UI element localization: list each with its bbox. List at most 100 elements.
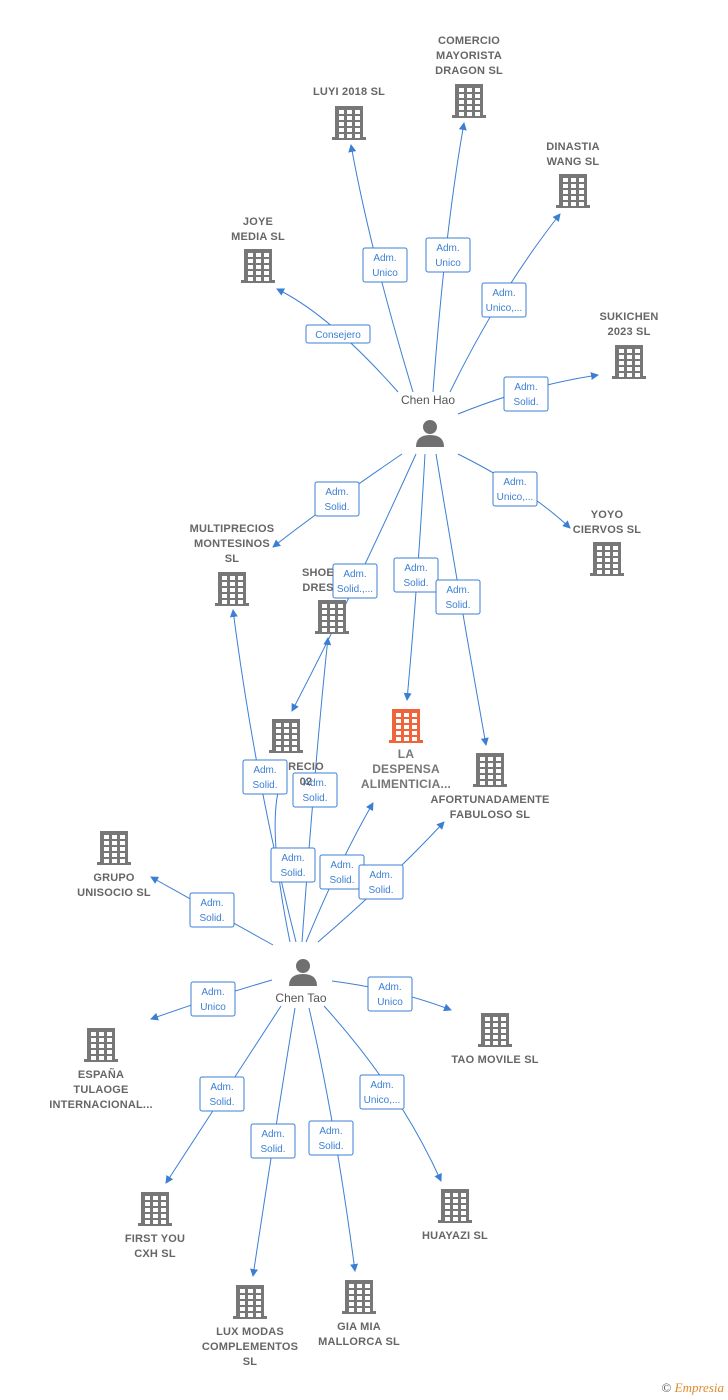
company-label: WANG SL bbox=[547, 156, 600, 168]
company-node-luyi[interactable]: LUYI 2018 SL bbox=[313, 86, 385, 140]
company-label: DRAGON SL bbox=[435, 65, 503, 77]
company-label: FIRST YOU bbox=[125, 1233, 185, 1245]
building-icon bbox=[215, 572, 249, 606]
person-node-tao[interactable]: Chen Tao bbox=[275, 959, 327, 1005]
role-box-frame bbox=[314, 481, 360, 517]
role-text: Adm. bbox=[200, 898, 223, 909]
role-box-frame bbox=[435, 579, 481, 615]
company-label: CXH SL bbox=[134, 1248, 176, 1260]
role-box-hao-comercio[interactable]: Adm. Unico bbox=[425, 237, 471, 273]
role-text: Unico,... bbox=[364, 1095, 401, 1106]
role-box-frame bbox=[359, 1074, 405, 1110]
role-box-tao-giamia[interactable]: Adm.Solid. bbox=[308, 1120, 354, 1156]
role-box-tao-luxmodas[interactable]: Adm. Solid. bbox=[250, 1123, 296, 1159]
company-label: SL bbox=[243, 1356, 258, 1368]
company-node-afortunadamente[interactable]: AFORTUNADAMENTE FABULOSO SL bbox=[430, 753, 549, 821]
role-text: Adm. bbox=[503, 477, 526, 488]
role-box-frame bbox=[332, 563, 378, 599]
role-box-tao-firstyou[interactable]: Adm.Solid. bbox=[199, 1076, 245, 1112]
role-box-tao-shoes[interactable]: Adm.Solid. bbox=[292, 772, 338, 808]
role-box-hao-luyi[interactable]: Adm.Unico bbox=[362, 247, 408, 283]
role-text: Adm. bbox=[201, 987, 224, 998]
role-text: Solid. bbox=[513, 397, 538, 408]
person-icon bbox=[289, 959, 317, 986]
role-text: Adm. bbox=[330, 860, 353, 871]
role-text: Adm. bbox=[378, 982, 401, 993]
company-label: DESPENSA bbox=[372, 762, 440, 776]
role-box-frame bbox=[190, 981, 236, 1017]
role-text: Adm. bbox=[446, 585, 469, 596]
role-box-tao-afortunadamente[interactable]: Adm.Solid. bbox=[358, 864, 404, 900]
role-text: Unico bbox=[435, 258, 461, 269]
role-box-frame bbox=[270, 847, 316, 883]
company-node-firstyou[interactable]: FIRST YOU CXH SL bbox=[125, 1192, 185, 1260]
role-box-tao-precio[interactable]: Adm.Solid. bbox=[270, 847, 316, 883]
company-label: AFORTUNADAMENTE bbox=[430, 794, 549, 806]
company-node-espana[interactable]: ESPAÑATULAOGEINTERNACIONAL... bbox=[49, 1028, 153, 1111]
role-text: Solid.,... bbox=[337, 584, 373, 595]
role-text: Adm. bbox=[261, 1129, 284, 1140]
role-box-tao-huayazi[interactable]: Adm. Unico,... bbox=[359, 1074, 405, 1110]
building-icon bbox=[438, 1189, 472, 1223]
building-icon bbox=[138, 1192, 172, 1226]
role-box-hao-afortunadamente[interactable]: Adm.Solid. bbox=[435, 579, 481, 615]
footer-brand[interactable]: © Empresia bbox=[662, 1380, 725, 1396]
role-text: Solid. bbox=[368, 885, 393, 896]
company-label: COMPLEMENTOS bbox=[202, 1341, 298, 1353]
role-text: Adm. bbox=[436, 243, 459, 254]
role-box-hao-precio[interactable]: Adm.Solid.,... bbox=[332, 563, 378, 599]
building-icon bbox=[332, 106, 366, 140]
company-label: MAYORISTA bbox=[436, 50, 502, 62]
building-icon bbox=[233, 1285, 267, 1319]
company-node-despensa[interactable]: LADESPENSAALIMENTICIA... bbox=[361, 709, 451, 791]
company-label: COMERCIO bbox=[438, 35, 500, 47]
role-text: Unico bbox=[372, 268, 398, 279]
person-label: Chen Tao bbox=[275, 991, 326, 1005]
role-text: Unico bbox=[377, 997, 403, 1008]
role-box-frame bbox=[425, 237, 471, 273]
company-node-huayazi[interactable]: HUAYAZI SL bbox=[422, 1189, 488, 1242]
role-text: Solid. bbox=[329, 875, 354, 886]
person-node-hao[interactable]: Chen Hao bbox=[401, 393, 455, 447]
role-box-tao-taomovile[interactable]: Adm. Unico bbox=[367, 976, 413, 1012]
role-box-hao-despensa[interactable]: Adm.Solid. bbox=[393, 557, 439, 593]
role-text: Adm. bbox=[370, 1080, 393, 1091]
role-box-frame bbox=[358, 864, 404, 900]
role-box-tao-unisocio[interactable]: Adm.Solid. bbox=[189, 892, 235, 928]
role-text: Adm. bbox=[514, 382, 537, 393]
role-text: Solid. bbox=[318, 1141, 343, 1152]
role-box-hao-sukichen[interactable]: Adm. Solid. bbox=[503, 376, 549, 412]
role-box-hao-yoyo[interactable]: Adm.Unico,... bbox=[492, 471, 538, 507]
role-text: Solid. bbox=[280, 868, 305, 879]
role-box-frame bbox=[362, 247, 408, 283]
company-node-taomovile[interactable]: TAO MOVILE SL bbox=[451, 1013, 539, 1066]
company-label: SL bbox=[225, 553, 240, 565]
company-node-comercio[interactable]: COMERCIO MAYORISTA DRAGON SL bbox=[435, 35, 503, 118]
role-box-frame bbox=[492, 471, 538, 507]
role-box-hao-multiprecios[interactable]: Adm.Solid. bbox=[314, 481, 360, 517]
role-box-frame bbox=[242, 759, 288, 795]
role-box-hao-dinastia[interactable]: Adm.Unico,... bbox=[481, 282, 527, 318]
company-label: LUYI 2018 SL bbox=[313, 86, 385, 98]
company-label: YOYO bbox=[591, 509, 624, 521]
role-text: Solid. bbox=[260, 1144, 285, 1155]
role-text: Unico,... bbox=[486, 303, 523, 314]
company-label: DRES bbox=[302, 582, 333, 594]
role-box-tao-despensa[interactable]: Adm. Solid. bbox=[319, 854, 365, 890]
role-box-hao-joye[interactable]: Consejero bbox=[305, 324, 371, 344]
role-box-tao-multiprecios[interactable]: Adm.Solid. bbox=[242, 759, 288, 795]
role-box-frame bbox=[481, 282, 527, 318]
company-label: FABULOSO SL bbox=[450, 809, 531, 821]
role-box-tao-espana[interactable]: Adm.Unico bbox=[190, 981, 236, 1017]
